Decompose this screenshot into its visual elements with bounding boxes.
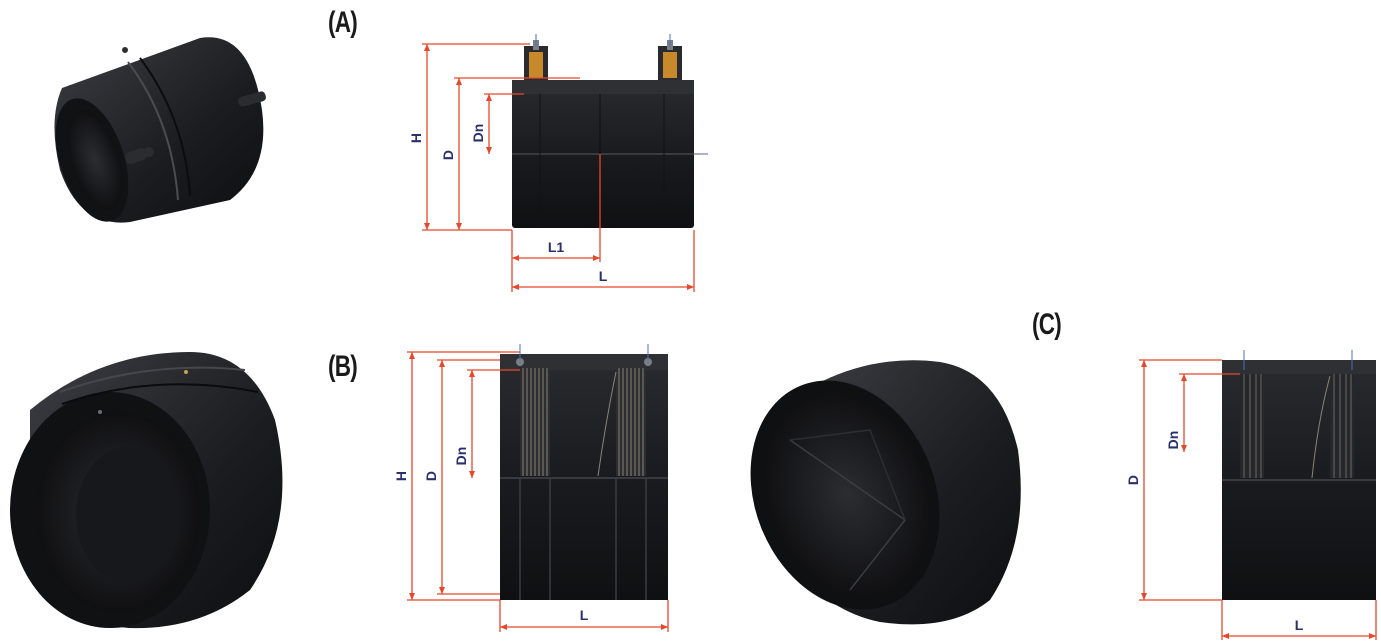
dim-c-l: L (1295, 617, 1304, 633)
dimension-arrows (409, 44, 1376, 639)
coil-left-c (1240, 374, 1264, 478)
dim-a-h: H (408, 133, 424, 143)
drawing-a (512, 34, 708, 228)
dim-b-l: L (580, 607, 589, 623)
terminal-right-a (658, 34, 682, 82)
coupler-photo-b (10, 352, 283, 629)
dim-c-dn: Dn (1165, 431, 1181, 450)
dim-b-d: D (423, 471, 439, 481)
drawing-c (1222, 350, 1376, 600)
panel-label-a: (A) (328, 6, 358, 39)
drawing-b (500, 344, 668, 600)
coil-right-c (1330, 374, 1354, 478)
panel-label-c: (C) (1032, 308, 1062, 341)
dimension-lines (407, 43, 1377, 640)
coil-left-b (520, 368, 550, 476)
dim-b-dn: Dn (453, 447, 469, 466)
terminal-left-a (524, 34, 548, 82)
dim-a-dn: Dn (470, 124, 486, 143)
dim-b-h: H (393, 471, 409, 481)
coupler-photo-c (750, 360, 1021, 625)
coupler-photo-a (54, 37, 266, 223)
dim-a-l1: L1 (548, 239, 565, 255)
dim-a-d: D (440, 150, 456, 160)
panel-label-b: (B) (328, 350, 358, 383)
coil-right-b (616, 368, 646, 476)
dim-a-l: L (599, 268, 608, 284)
dim-c-d: D (1125, 475, 1141, 485)
